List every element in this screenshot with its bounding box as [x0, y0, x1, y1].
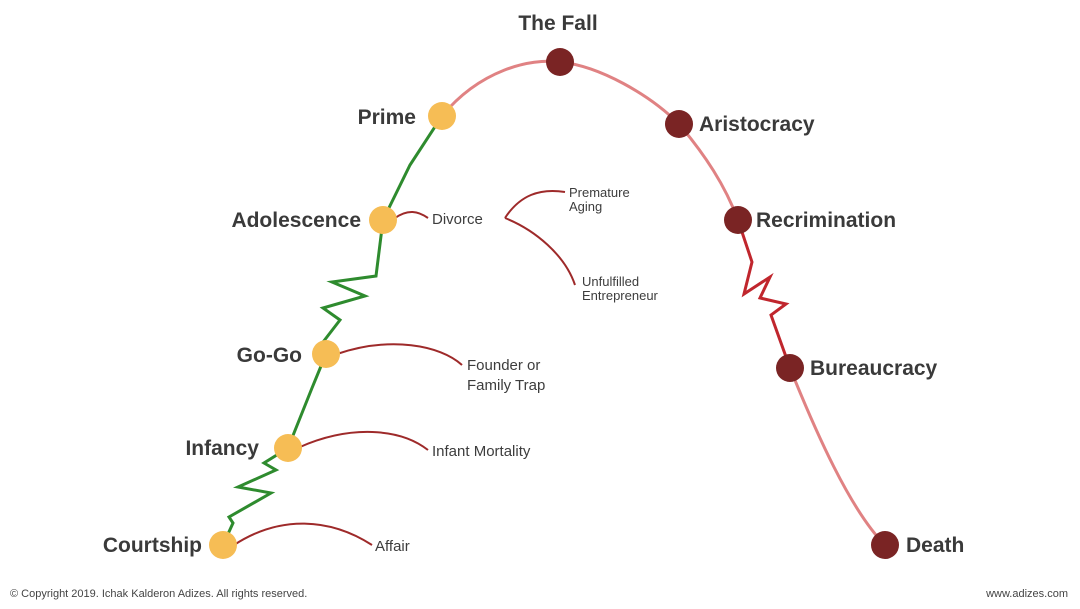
infant-mortality-curve: [299, 431, 429, 451]
divorce-label: Divorce: [432, 211, 483, 228]
unfulfilled-curve: [504, 217, 576, 286]
growth-line: [221, 115, 444, 546]
the-fall-node: [546, 48, 574, 76]
adolescence-node: [369, 206, 397, 234]
affair-curve: [233, 522, 373, 546]
infancy-label: Infancy: [185, 437, 259, 460]
affair-label: Affair: [375, 538, 410, 555]
unfulfilled-label-line2: Entrepreneur: [582, 288, 659, 303]
death-node: [871, 531, 899, 559]
aristocracy-label: Aristocracy: [699, 113, 815, 136]
death-label: Death: [906, 534, 964, 557]
the-fall-label: The Fall: [518, 12, 597, 35]
decline-arc: [440, 59, 740, 221]
copyright-text: © Copyright 2019. Ichak Kalderon Adizes.…: [10, 588, 308, 600]
bureaucracy-node: [776, 354, 804, 382]
prime-node: [428, 102, 456, 130]
courtship-node: [209, 531, 237, 559]
prime-label: Prime: [358, 106, 416, 129]
aristocracy-node: [665, 110, 693, 138]
unfulfilled-label-line1: Unfulfilled: [582, 274, 639, 289]
recrimination-label: Recrimination: [756, 209, 896, 232]
bureaucracy-label: Bureaucracy: [810, 357, 938, 380]
infant-mortality-label: Infant Mortality: [432, 443, 531, 460]
founder-label-line2: Family Trap: [467, 377, 545, 394]
decline-tail: [788, 367, 887, 547]
recrimination-node: [724, 206, 752, 234]
courtship-label: Courtship: [103, 534, 202, 557]
adolescence-label: Adolescence: [231, 209, 361, 232]
divorce-curve: [394, 211, 429, 219]
gogo-label: Go-Go: [237, 344, 302, 367]
founder-curve: [336, 343, 463, 366]
premature-aging-label-line2: Aging: [569, 199, 602, 214]
premature-aging-label-line1: Premature: [569, 185, 630, 200]
infancy-node: [274, 434, 302, 462]
decline-zigzag: [736, 219, 792, 369]
website-link[interactable]: www.adizes.com: [986, 588, 1068, 600]
founder-label-line1: Founder or: [467, 357, 540, 374]
premature-aging-curve: [504, 190, 566, 219]
gogo-node: [312, 340, 340, 368]
